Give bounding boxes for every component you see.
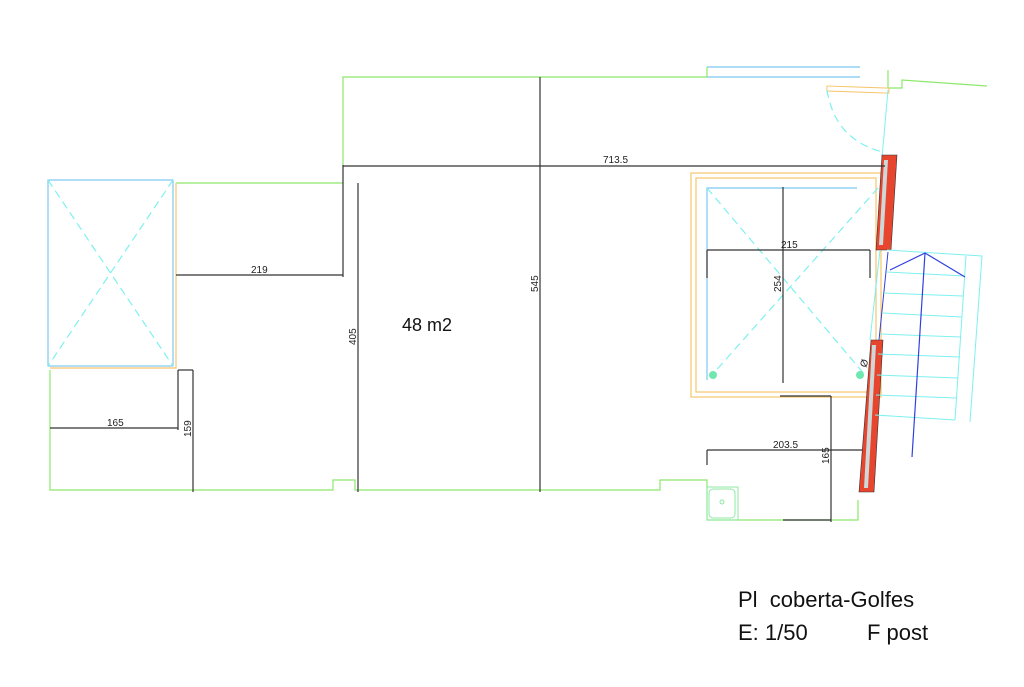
drawing-title: Pl coberta-Golfes	[738, 587, 914, 612]
right-skylight: Ø	[690, 172, 882, 398]
drawing-scale: E: 1/50	[738, 620, 808, 645]
stair-arrow-icon	[889, 252, 966, 278]
drawing-note: F post	[867, 620, 928, 645]
diameter-symbol: Ø	[858, 358, 871, 369]
building-outline	[49, 66, 988, 521]
dim-165-left: 165	[107, 418, 124, 429]
dim-height-main: 545	[530, 275, 541, 292]
dim-159: 159	[183, 420, 194, 437]
dim-room-height: 254	[773, 275, 784, 292]
drain-icon	[709, 371, 717, 379]
dim-total-width: 713.5	[603, 155, 628, 166]
sink-icon	[706, 486, 739, 521]
left-skylight	[47, 179, 177, 369]
door	[826, 85, 890, 159]
area-label: 48 m2	[402, 315, 452, 335]
drain-icon	[856, 371, 864, 379]
exterior-wall	[858, 154, 898, 493]
dim-room-width: 215	[781, 240, 798, 251]
dimension-lines	[50, 77, 885, 522]
staircase	[874, 249, 983, 458]
dim-lower-width: 203.5	[773, 440, 798, 451]
dim-219: 219	[251, 265, 268, 276]
dim-height-left: 405	[348, 328, 359, 345]
dim-lower-height: 165	[821, 447, 832, 464]
